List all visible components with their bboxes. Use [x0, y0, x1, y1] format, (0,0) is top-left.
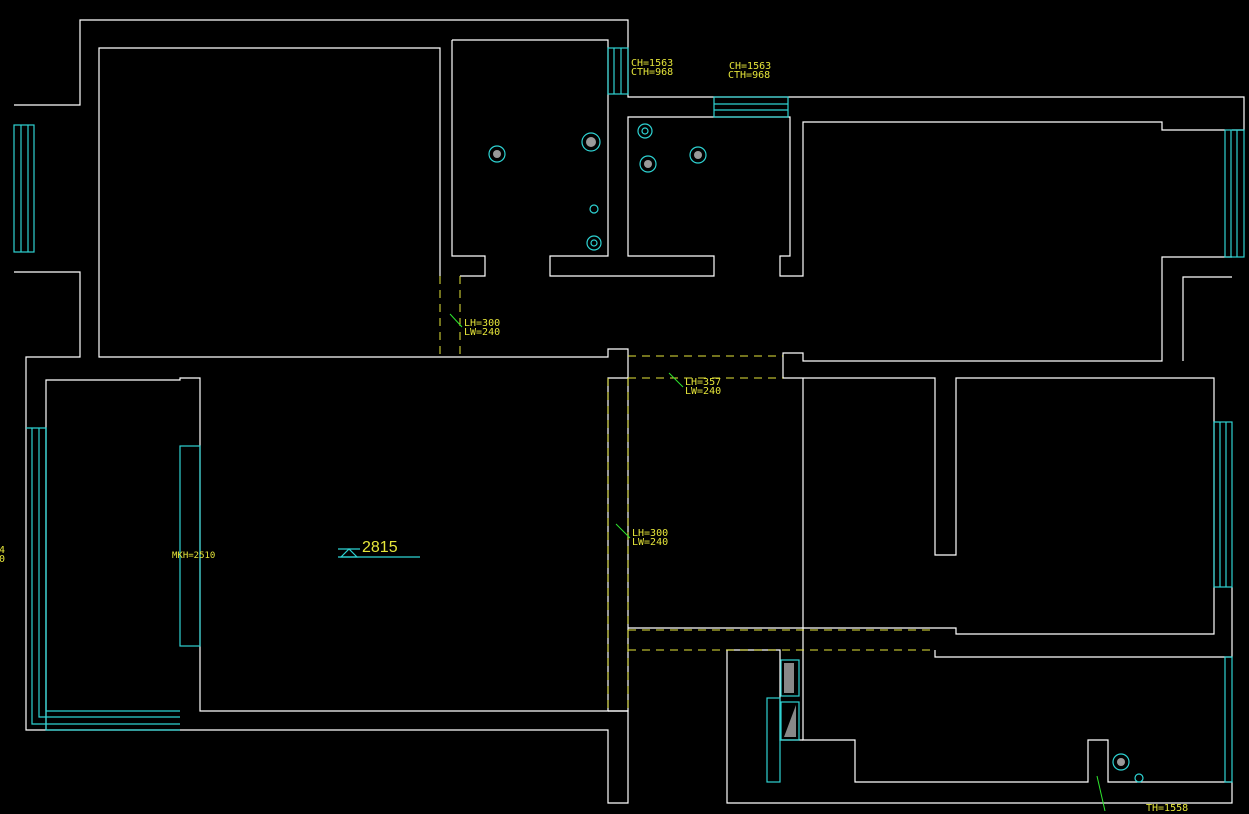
window-living-left: [179, 445, 201, 647]
label-th: TH=1558: [1146, 803, 1189, 814]
label-edge: 0: [0, 554, 6, 565]
label-lw: LW=240: [632, 537, 669, 548]
wall-bottom-right: [934, 587, 1233, 658]
label-cth: CTH=968: [631, 67, 674, 78]
leader-line: [1096, 775, 1106, 811]
leader-line: [449, 313, 463, 328]
label-lw: LW=240: [464, 327, 501, 338]
fixture-drains: [586, 123, 1144, 783]
outer-wall-right-2: [1182, 276, 1232, 361]
room-kitchen: [452, 39, 1225, 277]
label-lh: LH=357: [685, 377, 722, 388]
label-ch: CH=1563: [729, 61, 772, 72]
door-openings: [439, 276, 935, 711]
label-edge: 4: [0, 545, 6, 556]
label-lh: LH=300: [464, 318, 501, 329]
room-bedroom-1: [45, 47, 629, 730]
window-left-bay: [26, 427, 180, 731]
room-kitchen-inner: [451, 40, 486, 277]
label-ch: CH=1563: [631, 58, 674, 69]
label-cth: CTH=968: [728, 70, 771, 81]
fixture-radiator: [766, 659, 800, 783]
wall-bottom-corridor: [628, 378, 804, 629]
window-right-bottom: [1224, 656, 1233, 783]
label-lh: LH=300: [632, 528, 669, 539]
label-mkh: MKH=2510: [172, 551, 216, 561]
outer-wall-right: [726, 256, 1233, 804]
leader-line: [615, 523, 631, 539]
window-balcony-top: [713, 96, 789, 118]
window-right-top: [1224, 129, 1245, 258]
wall-hall: [608, 378, 629, 712]
leader-line: [668, 372, 684, 388]
fixture-fans: [488, 132, 1130, 771]
window-kitchen: [607, 47, 629, 95]
window-right-mid: [1213, 421, 1233, 588]
outer-wall-left: [14, 271, 629, 804]
window-left-top: [13, 124, 35, 253]
outer-wall-top-left: [14, 19, 1245, 131]
elevation-marker: [338, 548, 420, 558]
label-lw: LW=240: [685, 386, 722, 397]
label-elevation: 2815: [362, 539, 398, 556]
